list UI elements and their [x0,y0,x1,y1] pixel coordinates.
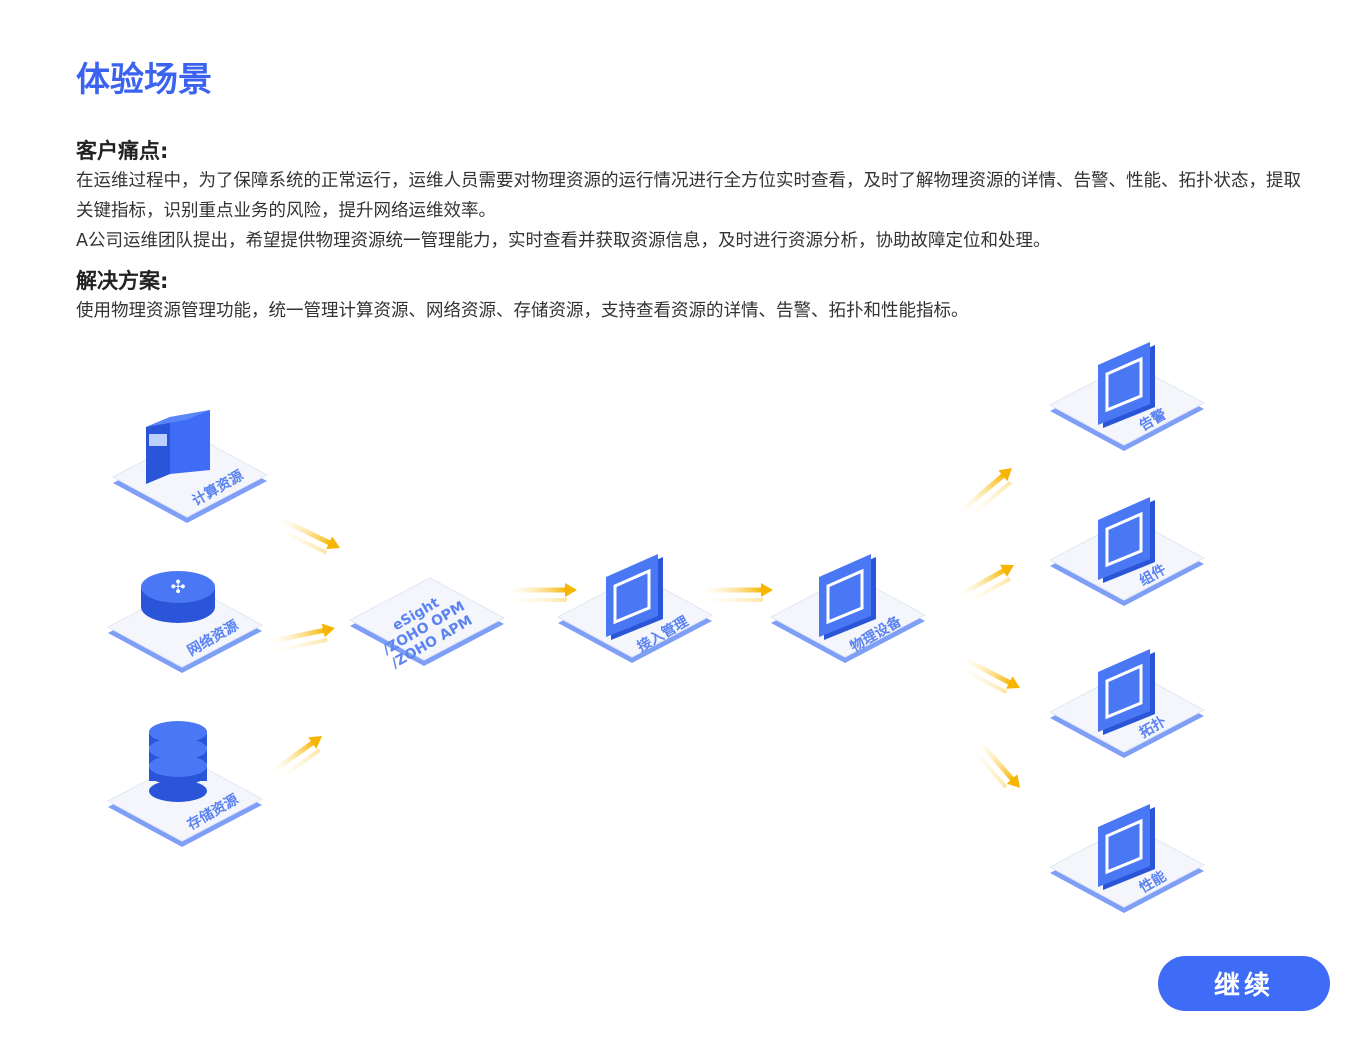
pain-points-paragraph-1: 在运维过程中，为了保障系统的正常运行，运维人员需要对物理资源的运行情况进行全方位… [76,171,1301,221]
flow-arrow [956,564,1015,607]
device-tile: 物理设备 [769,554,927,663]
flow-arrow [505,583,577,602]
flow-arrow [270,736,322,782]
layers-icon [1098,497,1155,583]
source-tile: 计算资源 [111,410,269,523]
bell-icon [1098,342,1155,428]
pain-points-heading: 客户痛点: [76,139,169,163]
output-tile: 组件 [1048,497,1206,606]
flow-arrow [267,623,335,654]
chart-icon [606,554,663,640]
solution-heading: 解决方案: [76,269,169,293]
output-tile: 拓扑 [1048,649,1206,758]
server-icon [146,410,210,484]
continue-button[interactable]: 继续 [1158,956,1330,1011]
solution-section: 解决方案: 使用物理资源管理功能，统一管理计算资源、网络资源、存储资源，支持查看… [76,266,1316,326]
page-title: 体验场景 [76,60,212,100]
pulse-icon [1098,804,1155,890]
svg-text:✣: ✣ [170,577,185,598]
database-icon [149,721,207,802]
flow-arrow [968,738,1021,789]
grid-icon [819,554,876,640]
flow-arrow [958,467,1013,522]
output-tile: 性能 [1048,804,1206,913]
source-tile: ✣网络资源 [106,571,264,673]
output-tile: 告警 [1048,342,1206,451]
flow-arrow [956,655,1020,695]
solution-paragraph: 使用物理资源管理功能，统一管理计算资源、网络资源、存储资源，支持查看资源的详情、… [76,301,969,321]
access-tile: 接入管理 [556,554,714,663]
pain-points-section: 客户痛点: 在运维过程中，为了保障系统的正常运行，运维人员需要对物理资源的运行情… [76,136,1316,256]
flow-arrow [272,515,341,555]
platform-tile: eSight/ZOHO OPM/ZOHO APM [348,577,506,672]
flow-arrow [700,583,773,602]
router-icon: ✣ [141,571,215,623]
topology-icon [1098,649,1155,735]
source-tile: 存储资源 [106,721,264,847]
pain-points-paragraph-2: A公司运维团队提出，希望提供物理资源统一管理能力，实时查看并获取资源信息，及时进… [76,231,1051,251]
